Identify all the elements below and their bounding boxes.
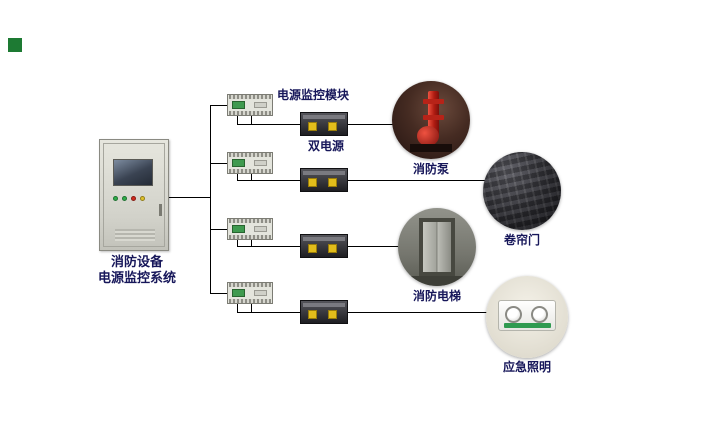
emergency-lamp bbox=[531, 306, 548, 323]
switch-to-door-line bbox=[348, 180, 485, 181]
power-monitor-module-2 bbox=[227, 152, 273, 174]
bus-branch-2 bbox=[211, 163, 227, 164]
module-drop-line bbox=[251, 240, 252, 246]
cabinet-handle bbox=[159, 204, 162, 216]
fire-elevator-label: 消防电梯 bbox=[412, 289, 462, 303]
dual-power-switch-1 bbox=[300, 112, 348, 136]
switch-to-pump-line bbox=[348, 124, 394, 125]
bus-branch-3 bbox=[211, 229, 227, 230]
switch-handle bbox=[328, 244, 337, 253]
fire-pump-photo bbox=[392, 81, 470, 159]
switch-handle bbox=[308, 310, 317, 319]
system-label: 消防设备 电源监控系统 bbox=[98, 255, 176, 287]
fire-pump-label: 消防泵 bbox=[412, 162, 450, 176]
switch-handle bbox=[328, 122, 337, 131]
system-label-line1: 消防设备 bbox=[110, 255, 164, 270]
module-display bbox=[232, 159, 245, 167]
fire-elevator-photo bbox=[398, 208, 476, 286]
connector-cabinet-to-bus bbox=[169, 197, 211, 198]
pump-pipe bbox=[428, 91, 439, 137]
pump-flange bbox=[423, 99, 444, 104]
cabinet-screen bbox=[113, 159, 153, 186]
bus-branch-1 bbox=[211, 105, 227, 106]
module-to-switch-1 bbox=[237, 124, 300, 125]
emergency-light-photo bbox=[486, 276, 568, 358]
cabinet-vent bbox=[115, 229, 155, 241]
power-monitor-module-4 bbox=[227, 282, 273, 304]
power-monitor-module-1 bbox=[227, 94, 273, 116]
door-shade bbox=[483, 152, 561, 230]
switch-handle bbox=[308, 122, 317, 131]
switch-to-elevator-line bbox=[348, 246, 400, 247]
pump-base bbox=[410, 144, 452, 152]
emergency-lamp bbox=[505, 306, 522, 323]
indicator-light-green bbox=[113, 196, 118, 201]
indicator-light-yellow bbox=[140, 196, 145, 201]
switch-to-light-line bbox=[348, 312, 487, 313]
module-drop-line bbox=[237, 174, 238, 180]
pump-volute bbox=[417, 126, 439, 146]
module-display bbox=[232, 101, 245, 109]
system-label-line2: 电源监控系统 bbox=[97, 271, 177, 286]
switch-handle bbox=[328, 178, 337, 187]
switch-handle bbox=[308, 244, 317, 253]
module-drop-line bbox=[237, 116, 238, 124]
cabinet-door bbox=[103, 143, 165, 247]
elevator-doors bbox=[423, 222, 451, 272]
bus-trunk-line bbox=[210, 105, 211, 294]
module-label: 电源监控模块 bbox=[277, 88, 350, 102]
module-to-switch-4 bbox=[237, 312, 300, 313]
roll-door-label: 卷帘门 bbox=[503, 233, 541, 247]
module-drop-line bbox=[251, 304, 252, 312]
monitoring-cabinet bbox=[99, 139, 169, 251]
switch-handle bbox=[328, 310, 337, 319]
module-drop-line bbox=[237, 304, 238, 312]
module-drop-line bbox=[251, 116, 252, 124]
module-drop-line bbox=[251, 174, 252, 180]
elevator-floor bbox=[398, 276, 476, 286]
module-display bbox=[232, 289, 245, 297]
cabinet-indicator-lights bbox=[113, 196, 157, 201]
switch-handle bbox=[308, 178, 317, 187]
bus-branch-4 bbox=[211, 293, 227, 294]
emergency-light-label: 应急照明 bbox=[502, 360, 552, 374]
indicator-light-green bbox=[122, 196, 127, 201]
roll-door-photo bbox=[483, 152, 561, 230]
module-to-switch-2 bbox=[237, 180, 300, 181]
emergency-light-green-strip bbox=[504, 323, 551, 328]
dual-power-switch-4 bbox=[300, 300, 348, 324]
dual-power-label: 双电源 bbox=[308, 139, 345, 153]
power-monitor-module-3 bbox=[227, 218, 273, 240]
legend-green-square bbox=[8, 38, 22, 52]
module-to-switch-3 bbox=[237, 246, 300, 247]
module-display bbox=[232, 225, 245, 233]
emergency-light-fixture bbox=[498, 300, 556, 331]
dual-power-switch-3 bbox=[300, 234, 348, 258]
pump-flange bbox=[423, 115, 444, 120]
indicator-light-red bbox=[131, 196, 136, 201]
dual-power-switch-2 bbox=[300, 168, 348, 192]
module-drop-line bbox=[237, 240, 238, 246]
